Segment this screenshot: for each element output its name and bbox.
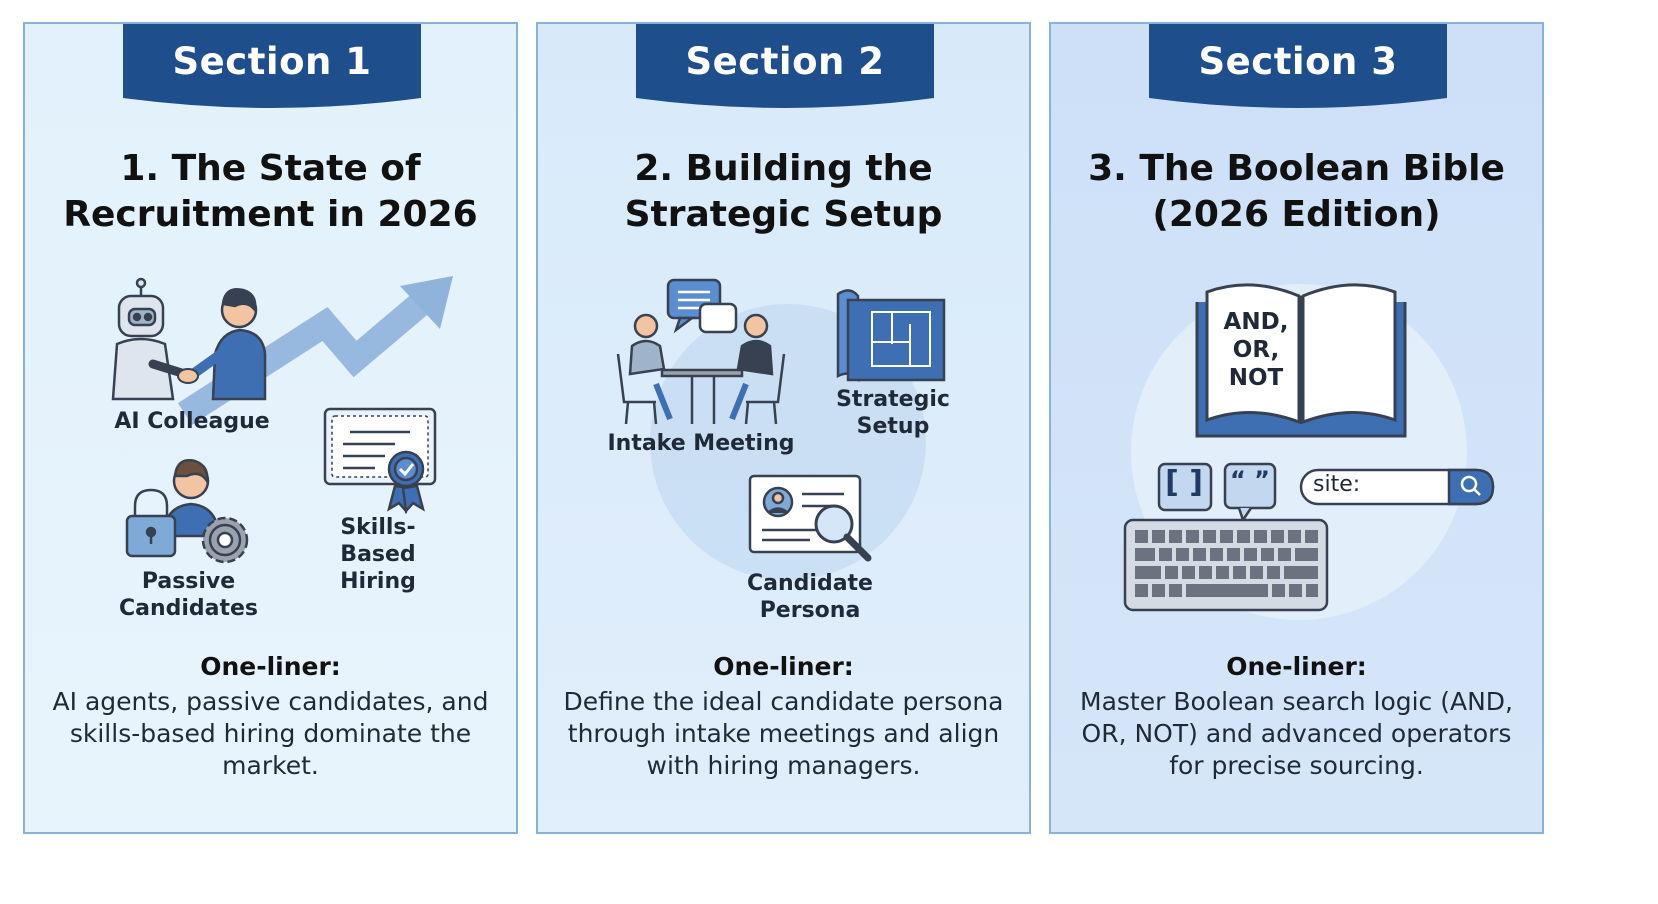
handshake-icon: [177, 368, 199, 384]
profile-card-icon: [748, 474, 862, 554]
section-banner-label: Section 1: [172, 40, 372, 83]
section-banner: Section 1: [123, 24, 421, 114]
open-book-icon: [1195, 283, 1407, 438]
meeting-table-icon: [616, 313, 786, 425]
book-operators-text: AND, OR, NOT: [1223, 309, 1289, 391]
oneliner-text: Master Boolean search logic (AND, OR, NO…: [1080, 687, 1513, 780]
search-query-text: site:: [1313, 472, 1361, 497]
strategic-setup-illustration: [616, 278, 946, 580]
quotes-glyph: “ ”: [1230, 466, 1270, 494]
oneliner-heading: One-liner:: [713, 652, 854, 681]
boolean-illustration: [1123, 283, 1495, 620]
oneliner-heading: One-liner:: [1226, 652, 1367, 681]
strategic-setup-label: Strategic Setup: [836, 387, 950, 439]
magnifier-icon: [814, 504, 872, 562]
recruitment-illustration: [111, 276, 453, 564]
section-title: 2. Building the Strategic Setup: [624, 148, 943, 235]
section-2-card: Section 2 2. Building the Strategic Setu…: [536, 22, 1031, 834]
chat-bubble-icon: [666, 278, 738, 334]
oneliner-text: AI agents, passive candidates, and skill…: [52, 687, 489, 780]
section-banner: Section 3: [1149, 24, 1447, 114]
passive-candidates-label: Passive Candidates: [118, 569, 259, 621]
padlock-icon: [125, 488, 177, 558]
keyboard-icon: [1123, 518, 1329, 612]
search-bar-icon: [1299, 468, 1495, 506]
section-banner-label: Section 2: [685, 40, 885, 83]
ai-colleague-label: AI Colleague: [114, 409, 270, 434]
oneliner-heading: One-liner:: [200, 652, 341, 681]
section-title: 3. The Boolean Bible (2026 Edition): [1088, 148, 1505, 235]
robot-icon: [111, 277, 190, 401]
section-title: 1. The State of Recruitment in 2026: [63, 148, 478, 235]
blueprint-icon: [836, 289, 946, 383]
section-3-card: Section 3 3. The Boolean Bible (2026 Edi…: [1049, 22, 1544, 834]
candidate-persona-label: Candidate Persona: [747, 571, 873, 623]
intake-meeting-label: Intake Meeting: [607, 431, 795, 456]
section-banner: Section 2: [636, 24, 934, 114]
oneliner-text: Define the ideal candidate persona throu…: [563, 687, 1004, 780]
gear-icon: [201, 516, 249, 564]
certificate-icon: [323, 407, 437, 514]
brackets-glyph: [ ]: [1165, 465, 1203, 500]
brackets-icon: [1157, 462, 1213, 512]
section-1-card: Section 1 1. The State of Recruitment in…: [23, 22, 518, 834]
skills-based-hiring-label: Skills-Based Hiring: [340, 515, 416, 594]
section-banner-label: Section 3: [1198, 40, 1398, 83]
person-icon: [188, 288, 267, 401]
passive-candidate-icon: [161, 459, 221, 538]
